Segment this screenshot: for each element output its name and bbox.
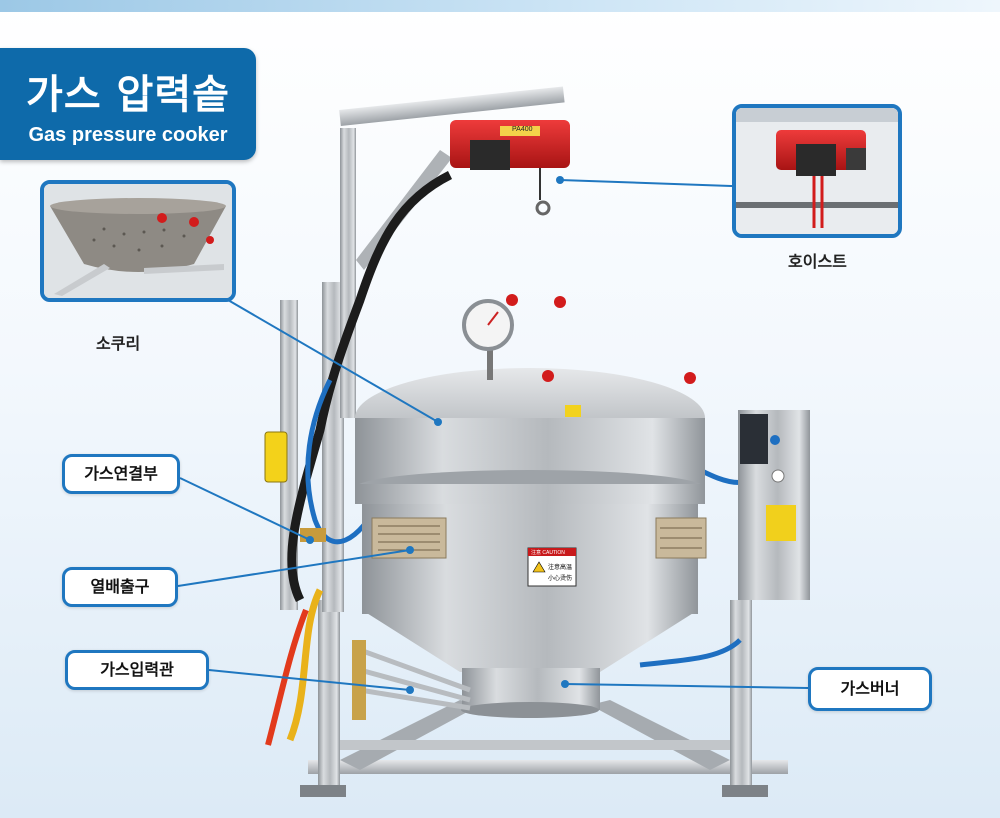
heat-vent-right — [655, 517, 707, 559]
gas-connection-label: 가스연결부 — [62, 454, 180, 494]
caution-line2-text: 小心烫伤 — [548, 574, 572, 582]
base-frame — [300, 600, 788, 797]
caution-label — [527, 547, 577, 587]
callout-dots — [306, 176, 569, 694]
top-banner-strip — [0, 0, 1000, 12]
heat-exhaust-label: 열배출구 — [62, 567, 178, 607]
cooker-lid — [355, 368, 705, 506]
basket-image — [44, 184, 232, 298]
hoist-image — [736, 108, 898, 234]
gas-burner-label: 가스버너 — [808, 667, 932, 711]
basket-inset — [40, 180, 236, 302]
hoist-model-label: PA400 — [512, 126, 533, 133]
gas-inlet-pipe-label: 가스입력관 — [65, 650, 209, 690]
hoist-unit — [450, 120, 570, 216]
basket-caption: 소쿠리 — [96, 334, 141, 353]
hoist-caption: 호이스트 — [788, 252, 847, 271]
callout-lines — [177, 179, 901, 691]
title-badge: 가스 압력솥 Gas pressure cooker — [0, 48, 256, 160]
title-english: Gas pressure cooker — [28, 124, 228, 146]
control-box — [738, 410, 810, 600]
pressure-gauge — [462, 299, 514, 380]
gas-inlet-pipes — [352, 640, 471, 720]
title-korean: 가스 압력솥 — [26, 72, 230, 118]
caution-line1-text: 注意高温 — [548, 563, 572, 571]
caution-header-text: 注意 CAUTION — [531, 549, 565, 556]
hoist-inset — [732, 104, 902, 238]
